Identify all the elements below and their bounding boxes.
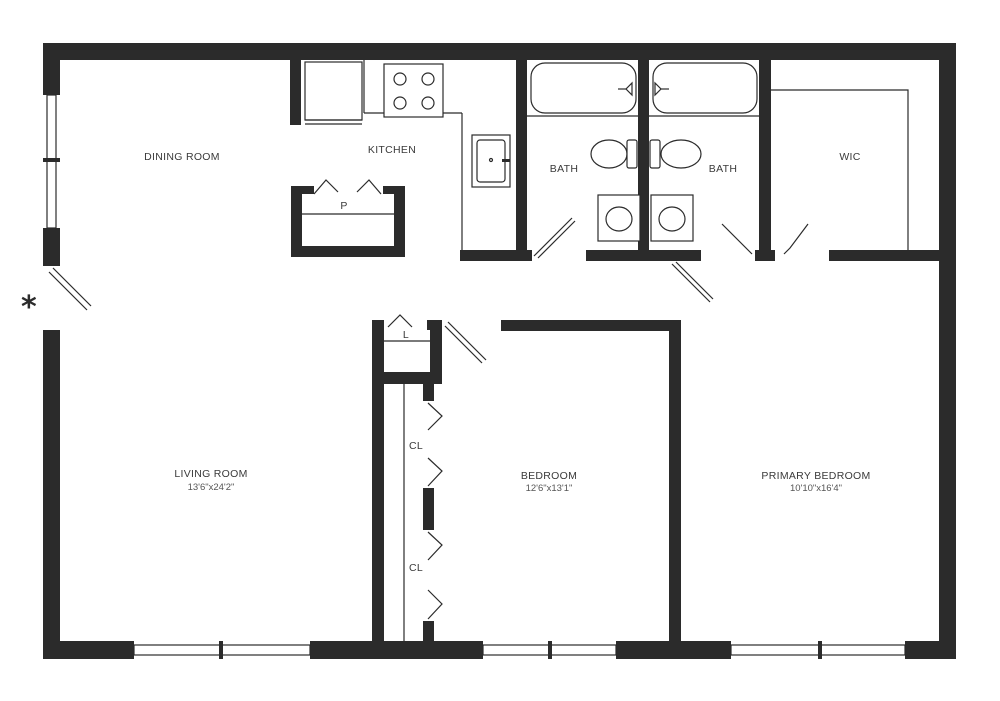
bath-1-fixtures: [516, 60, 701, 261]
toilet: [590, 139, 628, 169]
bath-2-label: BATH: [709, 163, 737, 175]
bottom-wall-seg-1: [43, 641, 134, 659]
bottom-wall-seg-4: [905, 641, 956, 659]
living-room-label: LIVING ROOM: [174, 468, 247, 480]
linen-door[interactable]: [387, 314, 413, 328]
bedroom-top-wall: [501, 320, 681, 331]
closet-door-1[interactable]: [427, 402, 443, 431]
bath2-door[interactable]: [671, 263, 711, 303]
bath-divider-wall: [638, 60, 649, 261]
primary-bedroom-label: PRIMARY BEDROOM: [761, 470, 870, 482]
closet-label-lower: CL: [409, 562, 423, 574]
closet-door-2[interactable]: [427, 457, 443, 487]
faucet-icon: [502, 159, 510, 162]
bath-2-fixtures: [649, 60, 775, 303]
bath2-right-wall: [759, 60, 771, 261]
closet-label-upper: CL: [409, 440, 423, 452]
linen-right-wall: [430, 320, 442, 384]
bedroom-label: BEDROOM: [521, 470, 577, 482]
bedroom-right-wall: [669, 320, 681, 659]
wic-label: WIC: [839, 151, 860, 163]
right-wall: [939, 43, 956, 659]
bath1-sink: [597, 194, 641, 242]
entry-door-leaf[interactable]: [52, 267, 92, 307]
burner-icon: [393, 72, 407, 86]
bedroom-closet: [403, 384, 443, 641]
bath-1-label: BATH: [550, 163, 578, 175]
exterior-walls: [43, 43, 956, 659]
kitchen-wall-stub: [290, 60, 301, 125]
wic-area: [721, 89, 956, 261]
stove: [383, 63, 444, 118]
pantry-door-left[interactable]: [313, 179, 339, 195]
linen-bottom-wall: [372, 372, 442, 384]
kitchen-fixtures: [290, 60, 532, 261]
burner-icon: [393, 96, 407, 110]
refrigerator: [304, 61, 363, 121]
wic-door-left[interactable]: [721, 223, 753, 255]
wic-shelf: [771, 89, 909, 250]
left-wall-lower: [43, 330, 60, 659]
kitchen-bottom-wall: [460, 250, 532, 261]
bathtub: [652, 62, 758, 114]
bath-bottom-wall: [586, 250, 701, 261]
toilet: [649, 139, 661, 169]
bathtub: [530, 62, 637, 114]
bath1-left-wall: [516, 60, 527, 261]
bottom-wall-seg-2: [310, 641, 483, 659]
closet-door-3[interactable]: [427, 531, 443, 561]
linen-closet: [372, 314, 487, 659]
entry-marker: *: [21, 290, 37, 325]
top-wall: [43, 43, 956, 60]
wic-door-right[interactable]: [783, 223, 809, 255]
tub-faucet-icon: [625, 81, 633, 97]
kitchen-label: KITCHEN: [368, 144, 416, 156]
pantry: [291, 179, 405, 257]
pantry-label: P: [340, 200, 347, 212]
dining-room-label: DINING ROOM: [144, 151, 220, 163]
hall-left-wall: [372, 320, 384, 659]
wic-bottom-wall: [829, 250, 956, 261]
pantry-door-right[interactable]: [356, 179, 382, 195]
drain-icon: [488, 157, 494, 163]
burner-icon: [421, 72, 435, 86]
bath2-sink: [650, 194, 694, 242]
left-wall-upper: [43, 43, 60, 95]
windows: [43, 94, 906, 659]
primary-window-mullion: [818, 641, 822, 659]
left-window-mullion: [43, 158, 60, 162]
primary-bedroom-dimensions: 10'10"x16'4": [790, 483, 842, 494]
left-wall-mid: [43, 228, 60, 266]
entry-door[interactable]: [48, 267, 92, 311]
bedroom-door[interactable]: [447, 321, 487, 361]
bedroom-walls: [501, 320, 681, 659]
living-window-mullion: [219, 641, 223, 659]
closet-door-4[interactable]: [427, 589, 443, 620]
bedroom-window-mullion: [548, 641, 552, 659]
bath1-door[interactable]: [533, 217, 573, 257]
living-room-dimensions: 13'6"x24'2": [188, 482, 235, 493]
bedroom-dimensions: 12'6"x13'1": [526, 483, 573, 494]
room-labels: DINING ROOM KITCHEN P BATH BATH WIC L CL…: [144, 144, 870, 574]
tub-faucet-icon: [654, 81, 662, 97]
burner-icon: [421, 96, 435, 110]
linen-label: L: [403, 329, 409, 341]
